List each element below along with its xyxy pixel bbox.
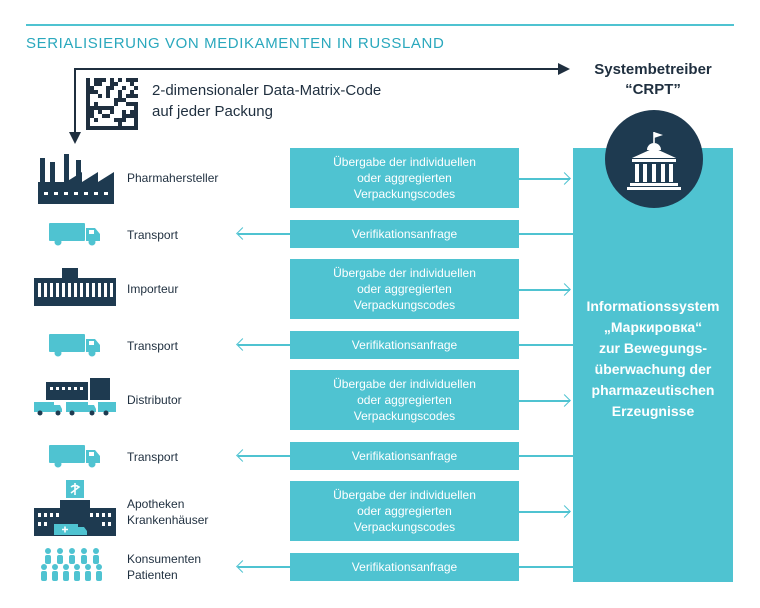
connector-line xyxy=(519,178,570,180)
connector-line-right xyxy=(519,455,573,457)
arrow-right-icon xyxy=(558,63,570,75)
message-line1: Übergabe der individuellen xyxy=(333,377,476,391)
message-line2: oder aggregierten xyxy=(357,393,452,407)
row-label-line1: Apotheken xyxy=(127,497,185,511)
row-label-line1: Distributor xyxy=(127,393,182,407)
row-label-line2: Patienten xyxy=(127,568,178,582)
operator-line1: Systembetreiber xyxy=(594,61,712,78)
truck-icon xyxy=(49,445,100,468)
message-box-verification: Verifikationsanfrage xyxy=(290,553,519,581)
system-line1: Informationssystem xyxy=(586,298,720,314)
connector-line xyxy=(519,400,570,402)
row-label-konsumenten: Konsumenten Patienten xyxy=(127,551,201,583)
message-line1: Übergabe der individuellen xyxy=(333,488,476,502)
connector-line xyxy=(519,511,570,513)
message-box-codes: Übergabe der individuellen oder aggregier… xyxy=(290,481,519,541)
system-line3: zur Bewegungs- xyxy=(598,340,708,356)
warehouse-icon xyxy=(34,268,116,306)
qr-code-icon xyxy=(86,78,138,130)
row-label-line2: Krankenhäuser xyxy=(127,513,209,527)
arrow-right-icon xyxy=(558,394,571,407)
connector-line-right xyxy=(519,233,573,235)
message-line2: oder aggregierten xyxy=(357,282,452,296)
message-line2: oder aggregierten xyxy=(357,171,452,185)
row-label-line1: Transport xyxy=(127,339,178,353)
flow-line-vertical xyxy=(74,68,76,134)
message-line1: Übergabe der individuellen xyxy=(333,266,476,280)
system-line5: pharmazeutischen xyxy=(591,382,715,398)
message-box-codes: Übergabe der individuellen oder aggregier… xyxy=(290,370,519,430)
message-box-codes: Übergabe der individuellen oder aggregier… xyxy=(290,259,519,319)
message-line2: oder aggregierten xyxy=(357,504,452,518)
truck-icon xyxy=(49,223,100,246)
connector-line-right xyxy=(519,344,573,346)
message-line3: Verpackungscodes xyxy=(353,298,456,312)
message-line1: Übergabe der individuellen xyxy=(333,155,476,169)
arrow-left-icon xyxy=(236,560,249,573)
message-line3: Verpackungscodes xyxy=(353,520,456,534)
message-line1: Verifikationsanfrage xyxy=(351,560,458,574)
row-label-distributor: Distributor xyxy=(127,392,182,408)
information-system-box xyxy=(573,148,733,582)
row-label-line1: Transport xyxy=(127,228,178,242)
qr-text-line1: 2-dimensionaler Data-Matrix-Code xyxy=(152,82,382,99)
arrow-right-icon xyxy=(558,172,571,185)
message-box-codes: Übergabe der individuellen oder aggregier… xyxy=(290,148,519,208)
arrow-left-icon xyxy=(236,338,249,351)
row-label-transport: Transport xyxy=(127,227,178,243)
people-icon xyxy=(41,548,102,581)
top-rule xyxy=(26,24,734,26)
qr-text-line2: auf jeder Packung xyxy=(152,103,273,120)
system-line4: überwachung der xyxy=(594,361,712,377)
row-label-line1: Importeur xyxy=(127,282,179,296)
connector-line-right xyxy=(519,566,573,568)
message-line3: Verpackungscodes xyxy=(353,409,456,423)
truck-icon xyxy=(49,334,100,357)
row-label-transport: Transport xyxy=(127,449,178,465)
row-label-line1: Pharmahersteller xyxy=(127,171,219,185)
connector-line-left xyxy=(238,566,290,568)
page-title: SERIALISIERUNG VON MEDIKAMENTEN IN RUSSL… xyxy=(26,35,445,52)
connector-line-left xyxy=(238,455,290,457)
pharmacy-hospital-icon xyxy=(34,480,116,536)
message-box-verification: Verifikationsanfrage xyxy=(290,331,519,359)
row-label-apotheken: Apotheken Krankenhäuser xyxy=(127,496,208,528)
row-label-importeur: Importeur xyxy=(127,281,178,297)
connector-line-left xyxy=(238,233,290,235)
qr-description: 2-dimensionaler Data-Matrix-Code auf jed… xyxy=(152,80,381,122)
operator-badge xyxy=(605,110,703,208)
factory-icon xyxy=(38,154,114,204)
connector-line-left xyxy=(238,344,290,346)
government-building-icon xyxy=(627,132,681,190)
system-line6: Erzeugnisse xyxy=(611,403,695,419)
arrow-left-icon xyxy=(236,449,249,462)
information-system-label: Informationssystem „Маркировка“ zur Bewe… xyxy=(580,296,726,422)
operator-line2: “CRPT” xyxy=(625,81,681,98)
message-line1: Verifikationsanfrage xyxy=(351,449,458,463)
row-label-line1: Konsumenten xyxy=(127,552,202,566)
message-box-verification: Verifikationsanfrage xyxy=(290,442,519,470)
connector-line xyxy=(519,289,570,291)
flow-line-horizontal xyxy=(74,68,562,70)
arrow-right-icon xyxy=(558,505,571,518)
system-operator: Systembetreiber “CRPT” xyxy=(578,60,728,100)
arrow-down-icon xyxy=(69,132,81,144)
row-label-line1: Transport xyxy=(127,450,178,464)
system-line2: „Маркировка“ xyxy=(603,319,703,335)
arrow-left-icon xyxy=(236,227,249,240)
arrow-right-icon xyxy=(558,283,571,296)
row-label-transport: Transport xyxy=(127,338,178,354)
message-line3: Verpackungscodes xyxy=(353,187,456,201)
message-line1: Verifikationsanfrage xyxy=(351,227,458,241)
distribution-center-icon xyxy=(34,378,116,416)
row-label-pharmahersteller: Pharmahersteller xyxy=(127,170,218,186)
message-line1: Verifikationsanfrage xyxy=(351,338,458,352)
message-box-verification: Verifikationsanfrage xyxy=(290,220,519,248)
